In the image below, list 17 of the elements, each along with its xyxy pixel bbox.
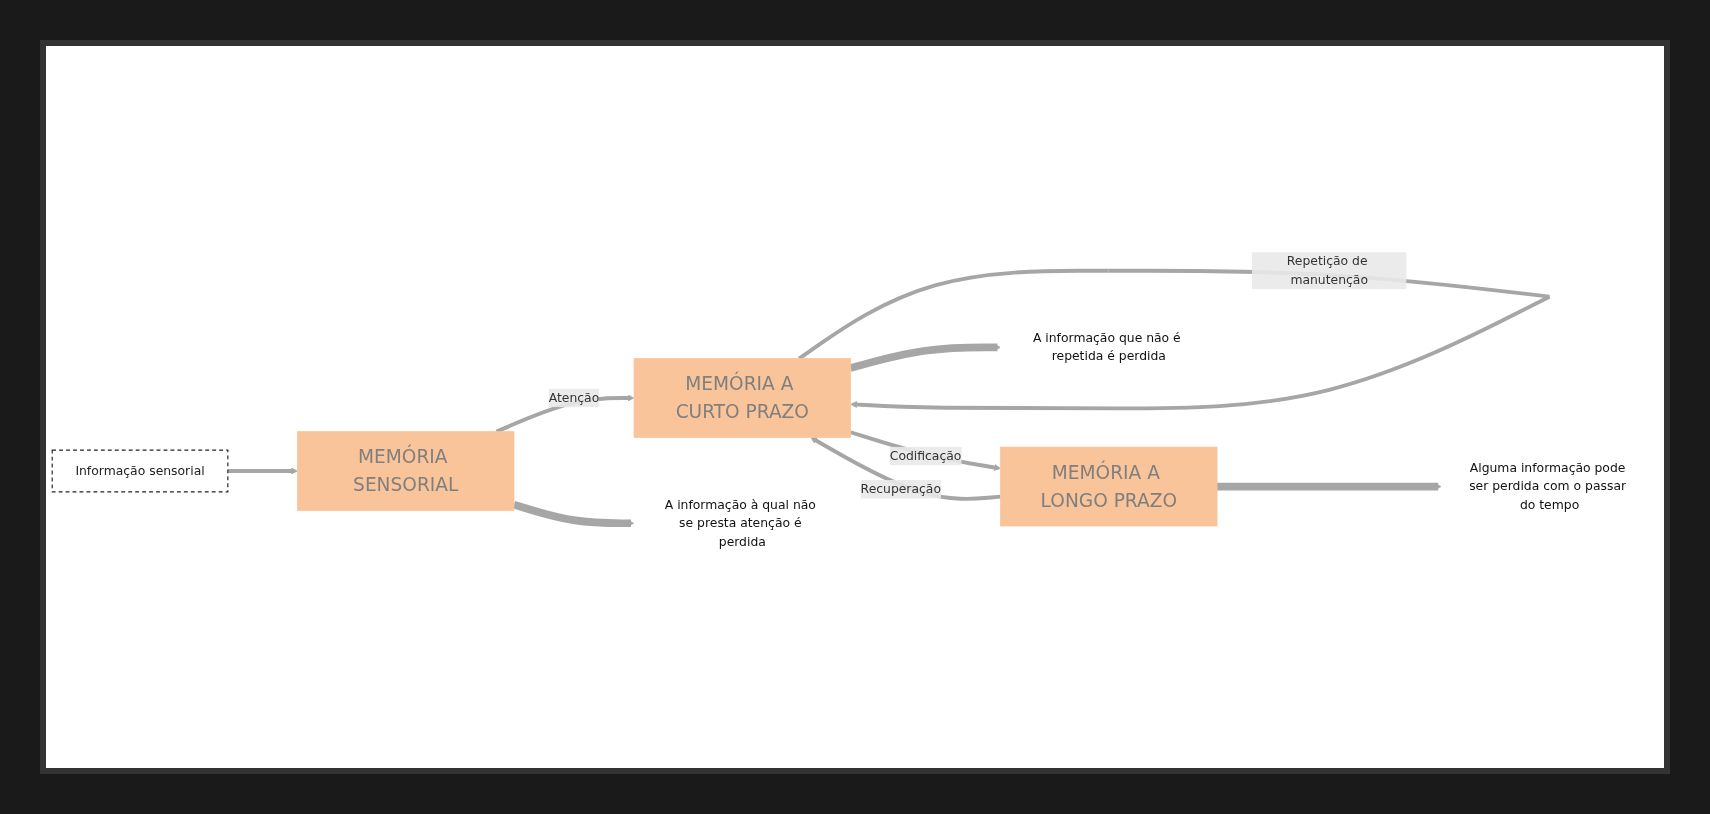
arrow [850,429,1001,471]
edge-label: Recuperação [860,481,941,496]
node-box: MEMÓRIA A LONGO PRAZO [1000,446,1218,526]
edge-label: Atenção [548,389,600,405]
arrow [810,436,1001,501]
edge-label: Repetição de manutenção [1286,253,1368,287]
arrow [227,467,298,474]
node-text: Alguma informação pode ser perdida com o passar do tempo [1469,459,1627,512]
node-text: A informação que não é repetida é perdida [1032,329,1181,364]
arrow [1217,482,1442,490]
node-text: A informação à qual não se presta atenção é perdida [664,496,816,549]
arrow [849,343,1001,372]
edge-label: Codificação [889,447,962,463]
node-box: Informação sensorial [51,449,229,493]
arrow [512,500,635,527]
node-box: MEMÓRIA A CURTO PRAZO [633,357,851,438]
node-box: MEMÓRIA SENSORIAL [297,430,515,511]
